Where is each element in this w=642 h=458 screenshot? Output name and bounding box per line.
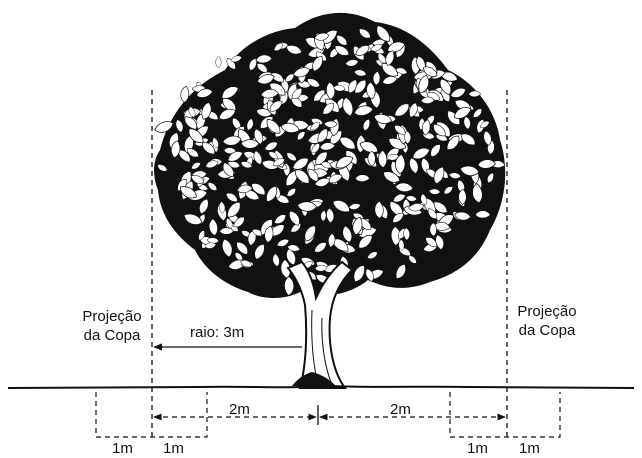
right-inner-1m-label: 1m (467, 439, 488, 458)
right-2m-label: 2m (390, 400, 411, 419)
right-projection-line2: da Copa (507, 321, 587, 340)
radius-label: raio: 3m (190, 323, 244, 342)
left-projection-line2: da Copa (72, 326, 152, 345)
left-2m-label: 2m (229, 400, 250, 419)
right-projection-label: Projeção da Copa (507, 302, 587, 340)
left-outer-1m-label: 1m (112, 439, 133, 458)
tree-crown (154, 13, 506, 298)
left-projection-label: Projeção da Copa (72, 307, 152, 345)
left-inner-1m-label: 1m (163, 439, 184, 458)
right-outer-1m-label: 1m (519, 439, 540, 458)
right-1m-marks (450, 392, 560, 437)
leaf (215, 56, 223, 68)
left-projection-line1: Projeção (72, 307, 152, 326)
right-projection-line1: Projeção (507, 302, 587, 321)
